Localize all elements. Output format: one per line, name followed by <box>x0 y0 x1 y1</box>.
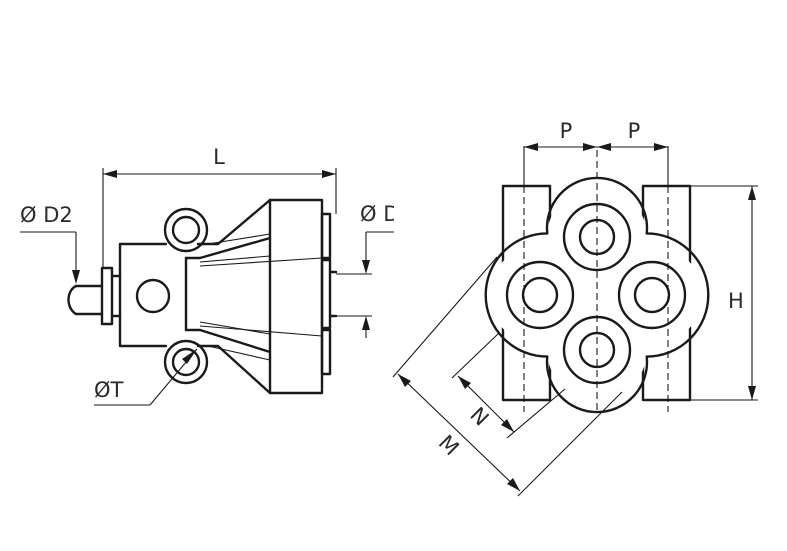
inlet-port-circle <box>135 278 171 314</box>
port-left <box>505 260 575 330</box>
label-pitch-left: P <box>560 119 573 143</box>
label-pitch-right: P <box>628 119 641 143</box>
dim-inlet-diameter: Ø D2 <box>20 203 80 284</box>
end-view: P P H N M <box>392 119 758 497</box>
label-height: H <box>728 289 744 313</box>
label-outer-width: M <box>434 430 464 460</box>
port-right <box>617 260 687 330</box>
main-body <box>118 198 324 395</box>
label-inlet-diameter: Ø D2 <box>20 203 73 227</box>
inlet-collar <box>100 266 114 326</box>
dim-pitch: P P <box>524 119 668 151</box>
side-view: L Ø D2 Ø D1 ØT <box>20 145 413 406</box>
label-length: L <box>213 145 225 169</box>
dim-height: H <box>690 185 758 401</box>
mount-hole-bottom <box>163 339 209 385</box>
dim-length: L <box>102 145 337 268</box>
center-lines <box>523 146 669 412</box>
mount-hole-top <box>163 207 209 253</box>
dim-outlet-diameter: Ø D1 <box>336 202 413 338</box>
label-outlet-diameter: Ø D1 <box>360 202 413 226</box>
dim-mount-hole: ØT <box>94 348 198 406</box>
outlet-collars <box>320 212 338 376</box>
label-mount-hole: ØT <box>94 378 124 402</box>
inlet-tube <box>67 284 104 316</box>
